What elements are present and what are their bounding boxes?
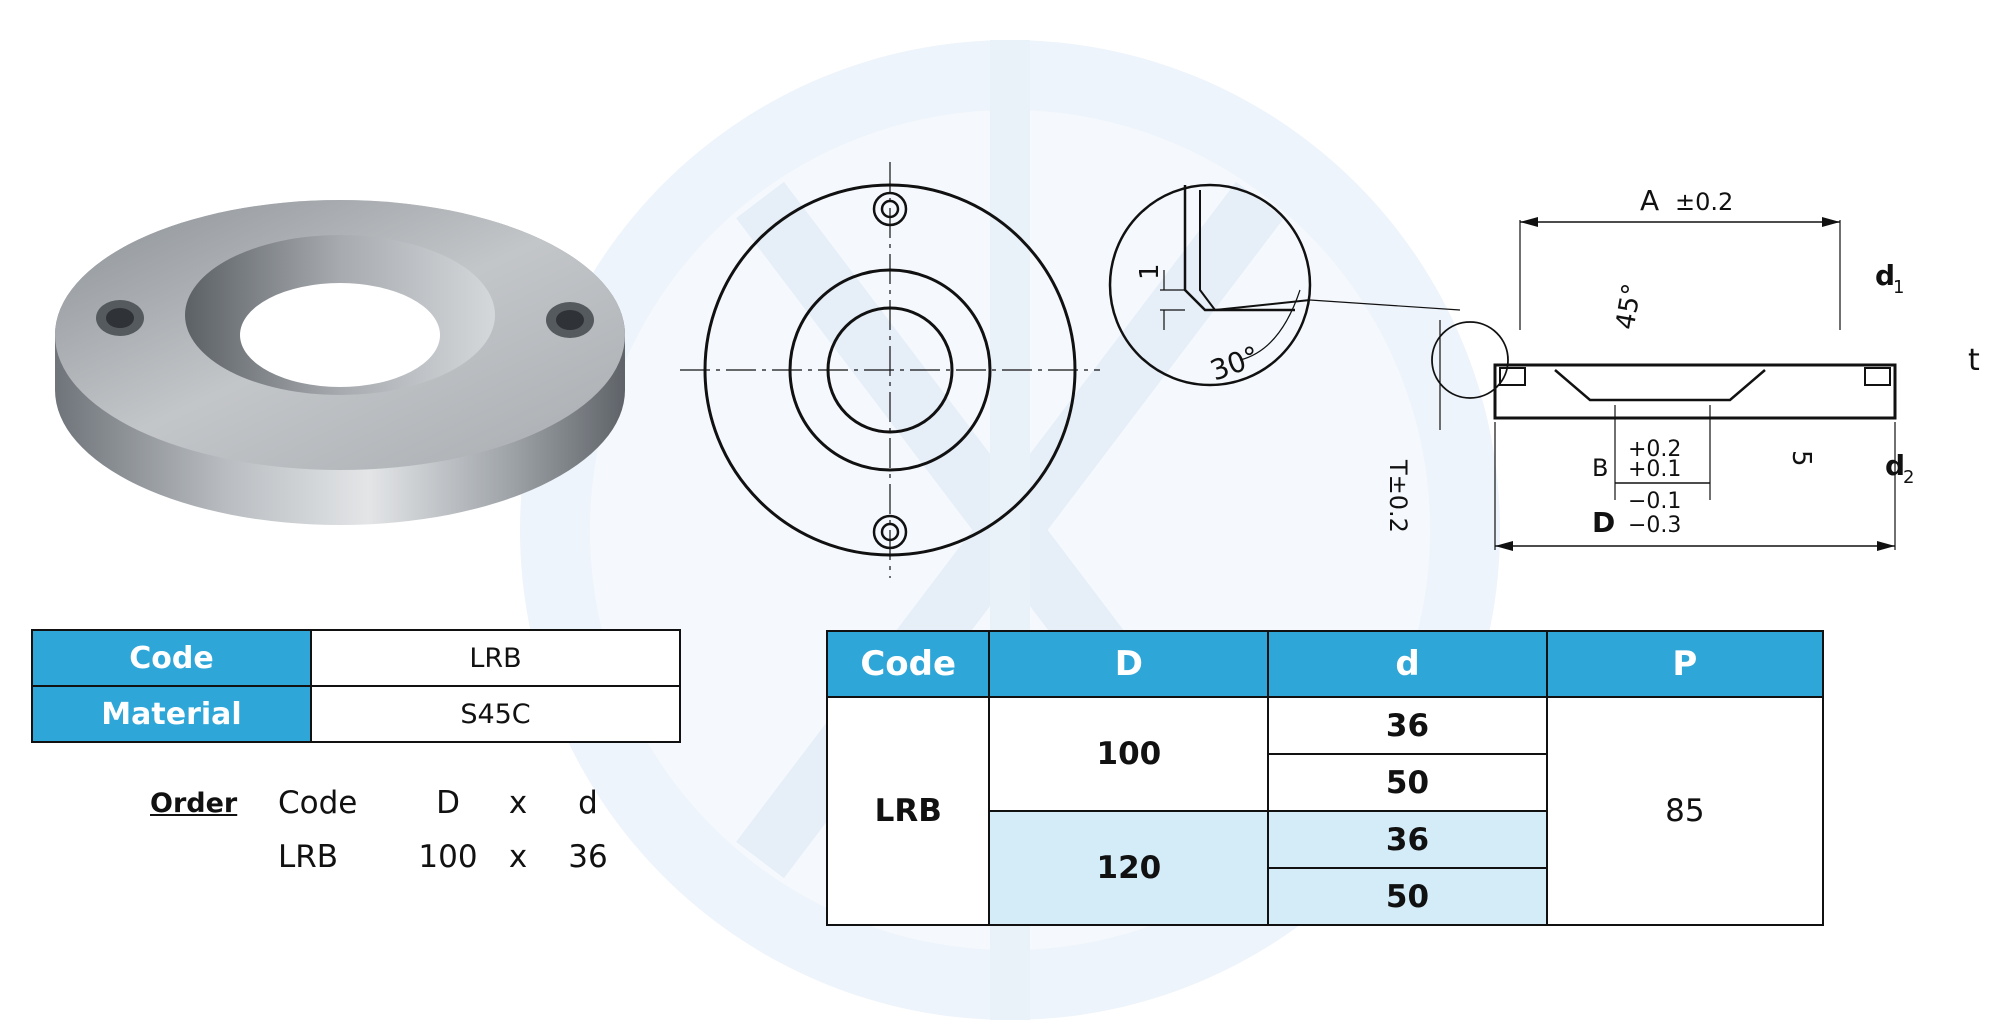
dim-B: B [1592, 454, 1608, 482]
dim-d1: d [1875, 259, 1895, 292]
order-example-d: 36 [568, 839, 608, 875]
price-header-d: d [1267, 630, 1548, 698]
order-example: Order Code D x d LRB 100 x 36 [150, 776, 628, 884]
section-view-drawing: A ±0.2 d 1 t 45° +0.2 B +0.1 5 d 2 −0.1 … [1384, 184, 1980, 551]
price-header-P: P [1545, 630, 1825, 698]
order-label: Order [150, 787, 238, 819]
dim-D-tol-upper: −0.1 [1628, 489, 1681, 514]
spec-row-code: Code LRB [31, 629, 681, 687]
price-cell-d: 36 [1267, 696, 1548, 755]
dim-d2-sub: 2 [1903, 467, 1914, 488]
price-table: Code D d P LRB 100 36 85 50 120 36 50 [825, 630, 1825, 926]
detail-angle-30: 30° [1206, 339, 1264, 387]
spec-header-material: Material [31, 685, 312, 743]
price-header-D: D [988, 630, 1270, 698]
price-cell-D-100: 100 [988, 696, 1270, 812]
order-example-x: x [508, 839, 528, 875]
dim-t: t [1968, 343, 1980, 378]
order-header-row: Order Code D x d [150, 776, 628, 830]
price-header-code: Code [825, 630, 991, 698]
order-col-code: Code [278, 785, 358, 821]
dim-B-tol-upper: +0.2 [1628, 437, 1681, 462]
spec-row-material: Material S45C [31, 685, 681, 743]
dim-A: A [1640, 184, 1659, 217]
order-example-code: LRB [278, 839, 339, 875]
order-col-d: d [578, 785, 598, 821]
spec-header-code: Code [31, 629, 312, 687]
dim-angle-45: 45° [1611, 281, 1649, 332]
price-cell-code: LRB [825, 696, 991, 926]
detail-view-drawing: 1 30° [1108, 183, 1461, 387]
product-photo [55, 200, 625, 525]
order-col-x: x [508, 785, 528, 821]
dim-D-tol-lower: −0.3 [1628, 513, 1681, 538]
spec-value-material: S45C [310, 685, 681, 743]
table-row: LRB 100 36 85 [825, 696, 1825, 926]
detail-dim-one: 1 [1135, 263, 1165, 280]
dim-d2: d [1885, 449, 1905, 482]
price-header-row: Code D d P [825, 630, 1825, 698]
table-row: 50 [827, 753, 1823, 812]
dim-B-tol-lower: +0.1 [1628, 457, 1681, 482]
spec-value-code: LRB [310, 629, 681, 687]
dim-d1-sub: 1 [1893, 277, 1904, 298]
dim-D: D [1592, 506, 1615, 539]
price-cell-D-120: 120 [988, 810, 1270, 926]
order-example-row: LRB 100 x 36 [150, 830, 628, 884]
price-cell-d: 50 [1267, 753, 1548, 812]
dim-A-tolerance: ±0.2 [1675, 188, 1733, 216]
price-cell-d: 36 [1267, 810, 1548, 869]
dim-five: 5 [1786, 450, 1816, 467]
order-example-D: 100 [418, 839, 478, 875]
price-cell-P: 85 [1545, 696, 1825, 926]
price-cell-d: 50 [1267, 867, 1548, 926]
table-row: 50 [827, 867, 1823, 926]
table-row: 120 36 [827, 810, 1823, 926]
front-view-drawing [680, 162, 1100, 578]
dim-T: T±0.2 [1384, 459, 1412, 533]
order-col-D: D [436, 785, 460, 821]
spec-table: Code LRB Material S45C [31, 629, 681, 743]
